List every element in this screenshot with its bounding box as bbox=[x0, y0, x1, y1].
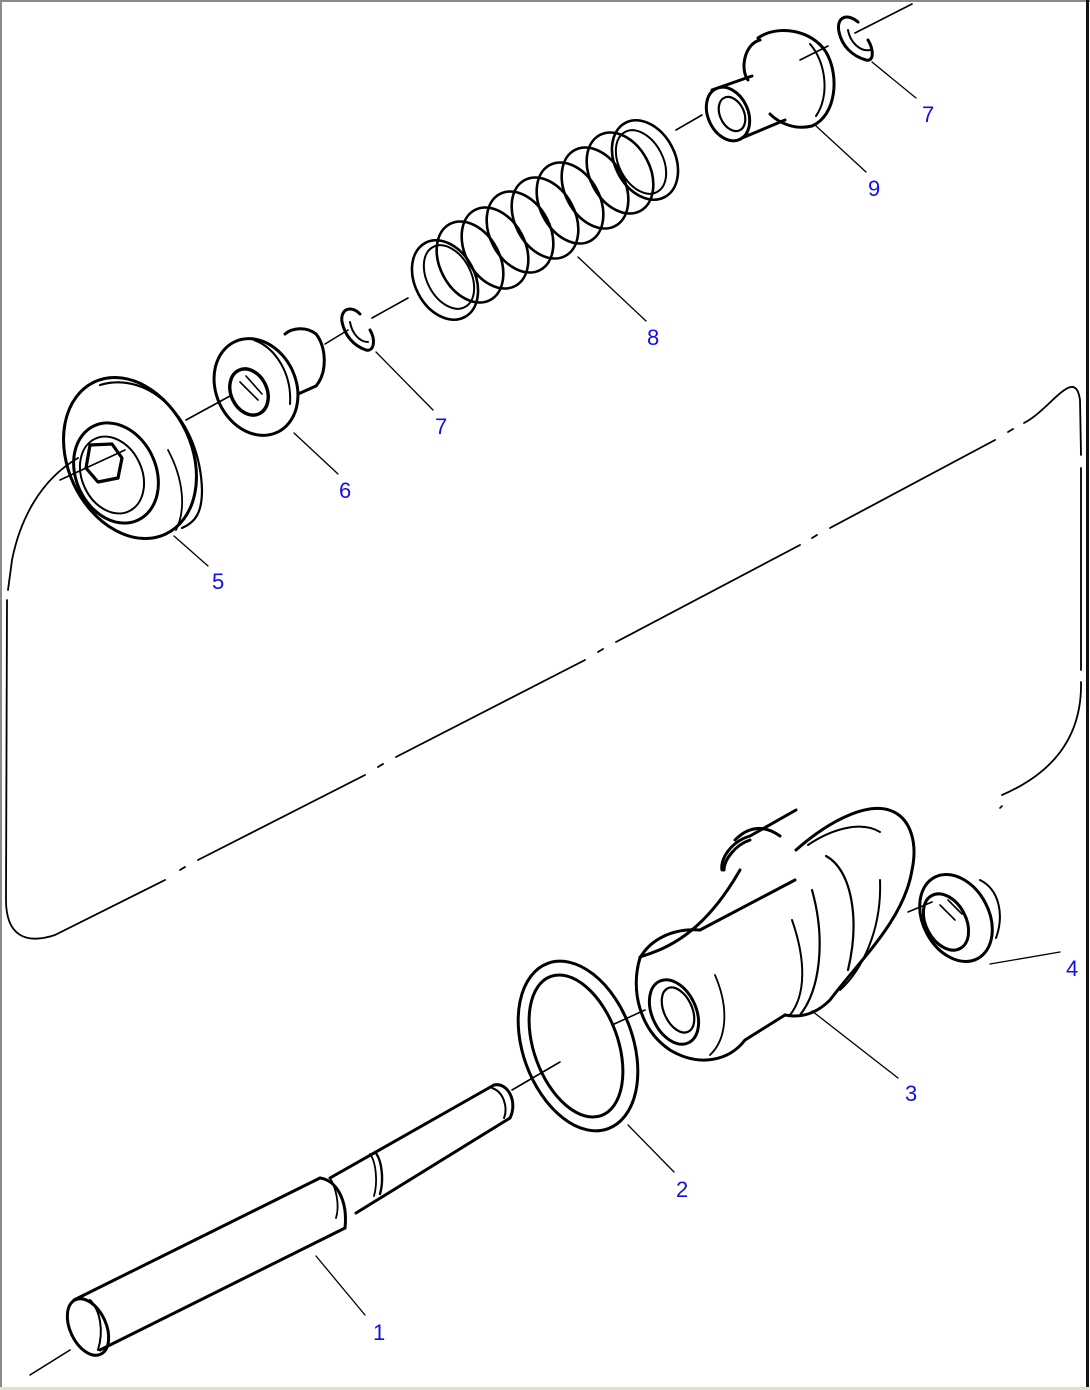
callout-part-6[interactable]: 6 bbox=[339, 478, 352, 503]
upper-axis-line bbox=[59, 3, 913, 481]
callout-part-9[interactable]: 9 bbox=[868, 176, 881, 201]
callout-part-3[interactable]: 3 bbox=[905, 1081, 918, 1106]
callout-part-8[interactable]: 8 bbox=[647, 325, 660, 350]
part-7-snap-ring-middle bbox=[340, 307, 375, 352]
part-3-housing bbox=[634, 806, 916, 1062]
part-4-nut bbox=[918, 873, 1001, 963]
callout-part-4[interactable]: 4 bbox=[1066, 956, 1079, 981]
frame-border-top bbox=[0, 0, 1090, 2]
part-5-retainer-disk bbox=[62, 375, 204, 541]
callout-part-2[interactable]: 2 bbox=[676, 1177, 689, 1202]
routing-loop-line bbox=[5, 386, 1082, 940]
part-6-spring-seat bbox=[212, 327, 326, 437]
callout-part-7-top[interactable]: 7 bbox=[922, 102, 935, 127]
callout-part-7-middle[interactable]: 7 bbox=[435, 414, 448, 439]
leader-lines bbox=[173, 61, 1061, 1316]
frame-border-left bbox=[0, 0, 2, 1390]
frame-border-bottom bbox=[0, 1387, 1090, 1390]
lower-axis-line bbox=[29, 805, 1003, 1376]
frame-border-right bbox=[1086, 0, 1089, 1390]
part-8-coil-spring bbox=[410, 119, 680, 321]
part-9-flanged-bushing bbox=[704, 29, 836, 143]
part-2-backup-ring bbox=[516, 959, 640, 1133]
part-1-shaft bbox=[65, 1083, 515, 1357]
callout-part-5[interactable]: 5 bbox=[212, 569, 225, 594]
callout-part-1[interactable]: 1 bbox=[373, 1320, 386, 1345]
part-7-snap-ring-top bbox=[836, 15, 874, 62]
